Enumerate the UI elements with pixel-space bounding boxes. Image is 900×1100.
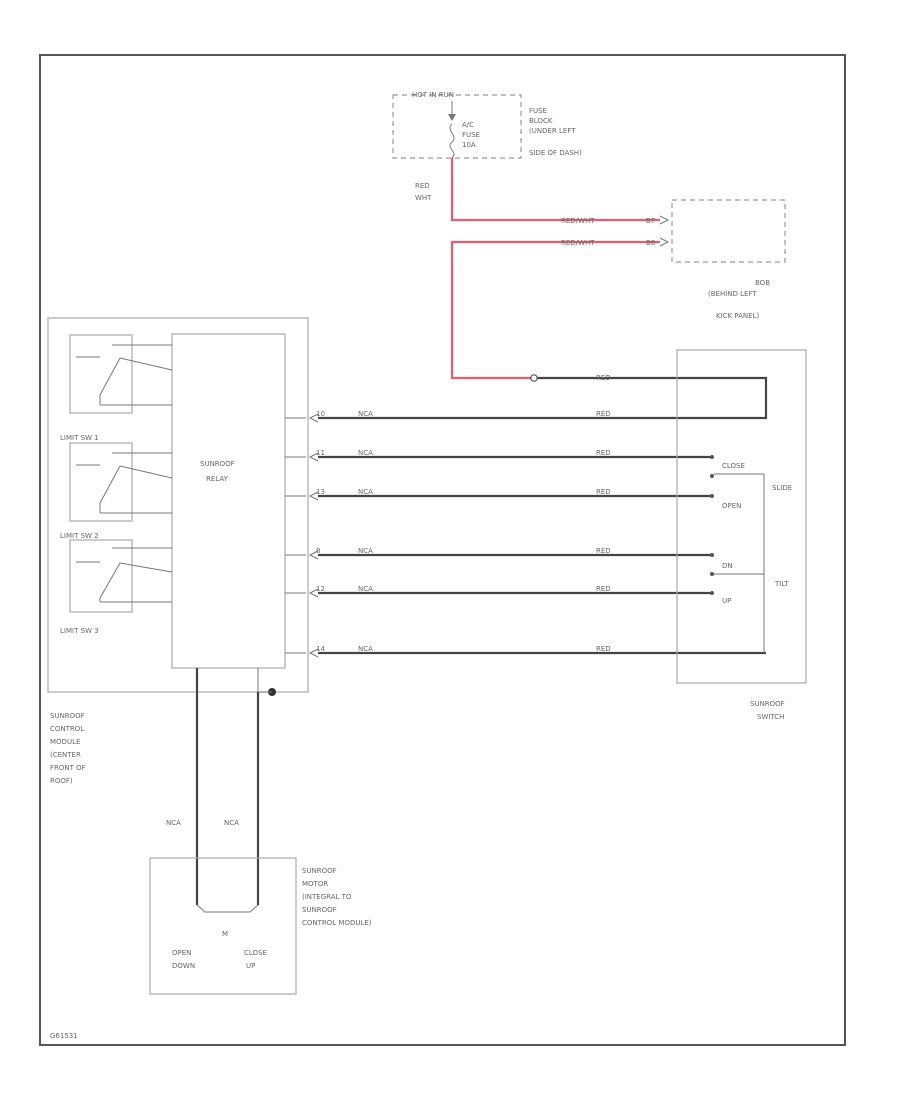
- bob-pin-b8: B8: [646, 239, 655, 247]
- harness-wires: RED 10 11 13 8 12 14 NCA NCA NCA NCA NCA…: [285, 374, 768, 658]
- motor-label-3: (INTEGRAL TO: [302, 893, 352, 901]
- motor-label-4: SUNROOF: [302, 906, 337, 914]
- fuse-block-header: HOT IN RUN: [412, 91, 454, 99]
- module-location-5: FRONT OF: [50, 764, 86, 772]
- motor-wire-label-1: NCA: [166, 819, 181, 827]
- motor-label-2: MOTOR: [302, 880, 328, 888]
- wire-label-nca-1: NCA: [358, 410, 373, 418]
- wire-label-red-6: RED: [596, 645, 611, 653]
- limit-switch-2-label: LIMIT SW 2: [60, 532, 99, 540]
- switch-position-up: UP: [722, 597, 731, 605]
- wire-label-red-5: RED: [596, 585, 611, 593]
- sunroof-control-module: LIMIT SW 1 LIMIT SW 2 LIMIT SW 3 SUNROOF…: [47, 317, 309, 785]
- fuse-block-location-2: BLOCK: [529, 117, 553, 125]
- motor-label-5: CONTROL MODULE): [302, 919, 372, 927]
- fuse-block-location-4: SIDE OF DASH): [529, 149, 582, 157]
- motor-direction-down: DOWN: [172, 962, 195, 970]
- limit-switch-3: [69, 539, 173, 613]
- diagram-frame: [39, 54, 846, 1046]
- figure-id: G61531: [50, 1032, 78, 1040]
- wire-label-nca-4: NCA: [358, 547, 373, 555]
- switch-group-tilt: TILT: [774, 580, 789, 588]
- wire-label-red-3: RED: [596, 488, 611, 496]
- common-wire-label: RED: [596, 374, 611, 382]
- fuse-rating: 10A: [462, 141, 476, 149]
- motor-direction-up: UP: [246, 962, 255, 970]
- limit-switch-3-label: LIMIT SW 3: [60, 627, 99, 635]
- sunroof-switch-label-2: SWITCH: [757, 713, 784, 721]
- splice-point: [530, 374, 538, 382]
- bob-pin-b7: B7: [646, 217, 655, 225]
- switch-position-open: OPEN: [722, 502, 741, 510]
- module-location-3: MODULE: [50, 738, 80, 746]
- power-wire-color-1: RED: [415, 182, 430, 190]
- sunroof-motor: NCA NCA M OPEN DOWN CLOSE UP SUNROOF MOT…: [149, 668, 372, 995]
- module-pin-13: 13: [316, 488, 325, 496]
- switch-group-slide: SLIDE: [772, 484, 792, 492]
- wire-label-nca-6: NCA: [358, 645, 373, 653]
- fuse-block-location-3: (UNDER LEFT: [529, 127, 576, 135]
- module-location-4: (CENTER: [50, 751, 81, 759]
- switch-position-dn: DN: [722, 562, 733, 570]
- limit-switch-1-label: LIMIT SW 1: [60, 434, 99, 442]
- module-pin-8: 8: [316, 547, 320, 555]
- motor-direction-open: OPEN: [172, 949, 191, 957]
- module-pin-11: 11: [316, 449, 325, 457]
- bob-location-1: BOB: [755, 279, 770, 287]
- module-pin-12: 12: [316, 585, 325, 593]
- bob-location-2: (BEHIND LEFT: [708, 290, 757, 298]
- relay-label-1: SUNROOF: [200, 460, 235, 468]
- power-feed-wire: RED WHT: [415, 158, 660, 380]
- fuse-name-line-1: A/C: [462, 121, 474, 129]
- motor-wire-label-2: NCA: [224, 819, 239, 827]
- motor-direction-close: CLOSE: [244, 949, 267, 957]
- module-location-1: SUNROOF: [50, 712, 85, 720]
- motor-label-1: SUNROOF: [302, 867, 337, 875]
- wire-label-nca-2: NCA: [358, 449, 373, 457]
- wire-label-red-2: RED: [596, 449, 611, 457]
- bob-location-3: KICK PANEL): [716, 312, 759, 320]
- fuse-block: HOT IN RUN A/C FUSE 10A FUSE BLOCK (UNDE…: [392, 91, 582, 159]
- bob-wire-label-1: RED/WHT: [561, 217, 595, 225]
- module-pin-14: 14: [316, 645, 325, 653]
- wire-label-nca-5: NCA: [358, 585, 373, 593]
- wire-label-red-4: RED: [596, 547, 611, 555]
- limit-switch-1: [69, 334, 173, 414]
- power-wire-color-2: WHT: [415, 194, 432, 202]
- relay-label-2: RELAY: [206, 475, 229, 483]
- bob-connector: RED/WHT RED/WHT B7 B8 BOB (BEHIND LEFT K…: [561, 199, 786, 320]
- limit-switch-2: [69, 442, 173, 522]
- sunroof-switch: CLOSE OPEN DN UP SLIDE TILT SUNROOF SWIT…: [676, 349, 807, 721]
- module-location-2: CONTROL: [50, 725, 84, 733]
- fuse-block-location-1: FUSE: [529, 107, 547, 115]
- motor-symbol: M: [222, 930, 228, 938]
- bob-wire-label-2: RED/WHT: [561, 239, 595, 247]
- wire-label-red-1: RED: [596, 410, 611, 418]
- fuse-name-line-2: FUSE: [462, 131, 480, 139]
- wire-label-nca-3: NCA: [358, 488, 373, 496]
- switch-position-close: CLOSE: [722, 462, 745, 470]
- module-pin-10: 10: [316, 410, 325, 418]
- module-location-6: ROOF): [50, 777, 73, 785]
- sunroof-switch-label-1: SUNROOF: [750, 700, 785, 708]
